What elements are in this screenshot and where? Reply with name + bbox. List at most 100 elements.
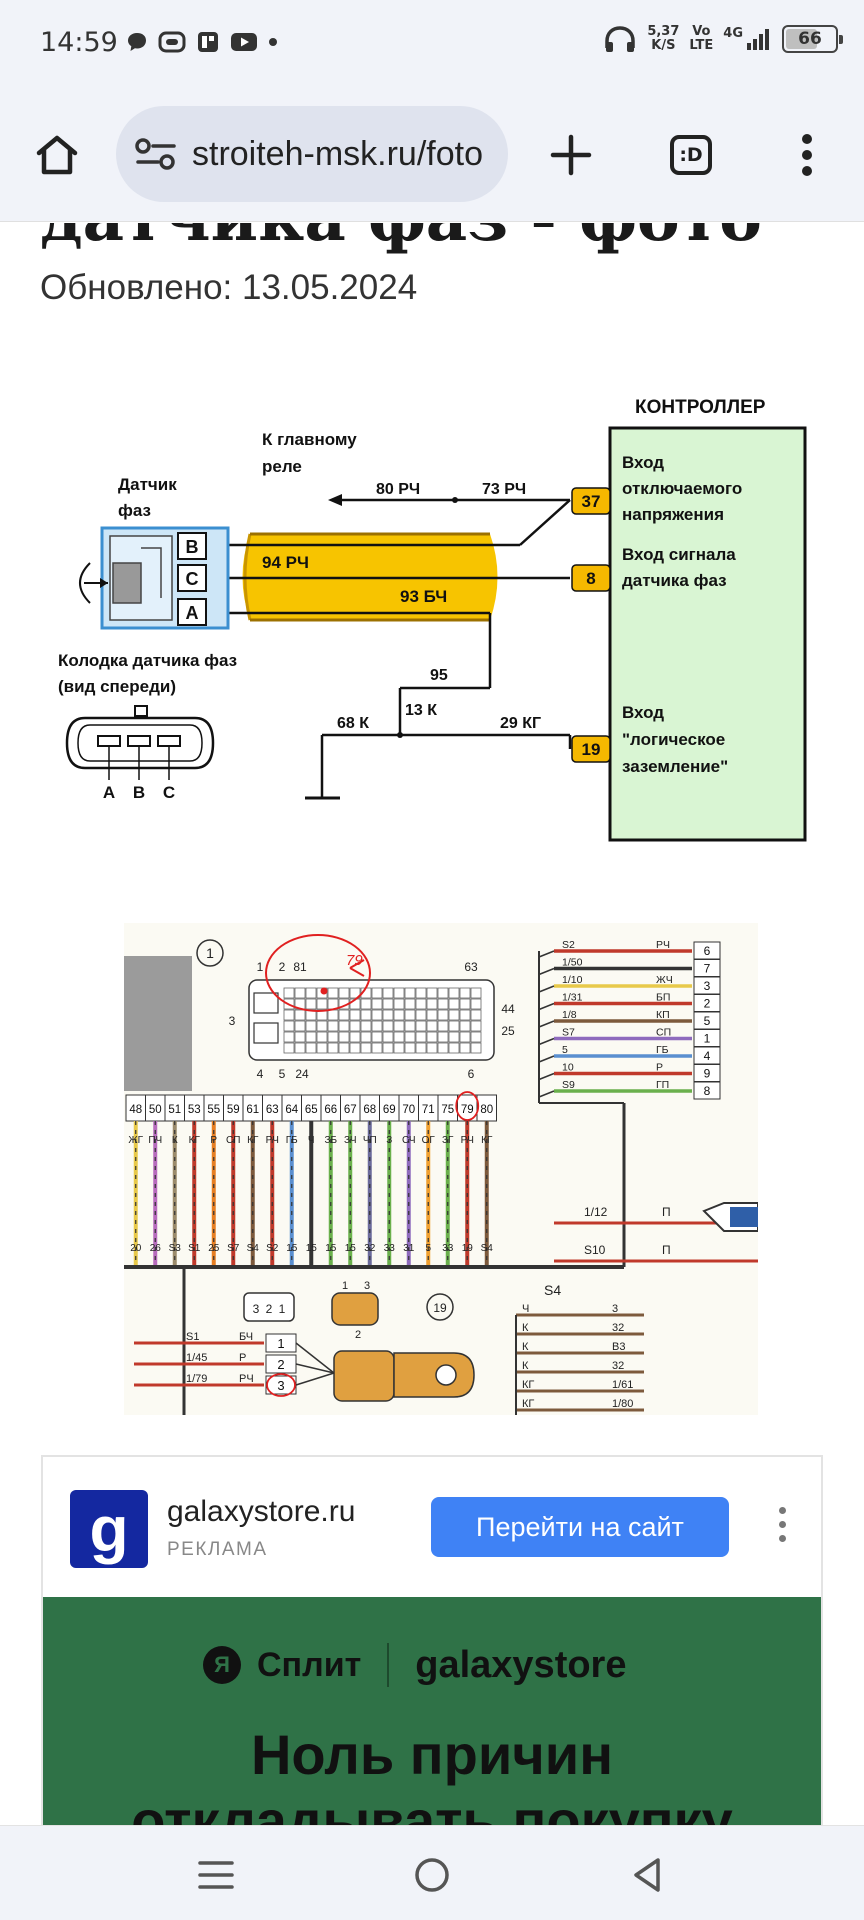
s4-wire-right-label: 3 bbox=[612, 1303, 618, 1315]
right-wire-label: 10 bbox=[562, 1062, 574, 1074]
ecu-pin-cell bbox=[338, 1031, 350, 1043]
ecu-pin-cell bbox=[349, 1042, 361, 1054]
ecu-pin-cell bbox=[327, 998, 339, 1010]
wire-code-label: КГ bbox=[481, 1135, 493, 1146]
right-pin-label: 9 bbox=[704, 1067, 711, 1081]
ad-banner[interactable]: Я Сплит galaxystore Ноль причин откладыв… bbox=[43, 1597, 821, 1825]
ecu-pin-cell bbox=[316, 1031, 328, 1043]
ecu-pin-cell bbox=[305, 998, 317, 1010]
ecu-pin-label: 2 bbox=[279, 960, 286, 974]
ecu-pin-cell bbox=[393, 987, 405, 999]
system-nav-bar bbox=[0, 1825, 864, 1920]
new-tab-button[interactable] bbox=[538, 122, 604, 188]
ecu-pin-cell bbox=[349, 1009, 361, 1021]
connector-pin-a: A bbox=[103, 783, 115, 802]
wire-p-label: П bbox=[662, 1243, 671, 1257]
home-button[interactable] bbox=[24, 122, 90, 188]
tabs-button[interactable]: :D bbox=[658, 122, 724, 188]
sensor-top-pin: 2 bbox=[355, 1329, 361, 1341]
galaxy-store-logo[interactable]: g bbox=[70, 1490, 148, 1568]
ecu-pin-cell bbox=[415, 998, 427, 1010]
right-pin-label: 7 bbox=[704, 962, 711, 976]
ecu-pin-cell bbox=[371, 987, 383, 999]
ecu-pin-cell bbox=[305, 1020, 317, 1032]
ecu-pin-cell bbox=[316, 1020, 328, 1032]
site-settings-icon[interactable] bbox=[134, 136, 178, 172]
input-3-line-3: заземление" bbox=[622, 757, 728, 776]
ecu-pin-cell bbox=[305, 987, 317, 999]
ecu-pin-cell bbox=[349, 1031, 361, 1043]
recents-button[interactable] bbox=[189, 1848, 243, 1902]
ecu-pin-label: 5 bbox=[279, 1067, 286, 1081]
ecu-pin-cell bbox=[470, 1020, 482, 1032]
banner-title: Ноль причин откладывать покупку bbox=[43, 1722, 821, 1825]
s4-label: S4 bbox=[544, 1282, 561, 1298]
ad-label: РЕКЛАМА bbox=[167, 1539, 268, 1560]
wire-code-label: К bbox=[172, 1135, 178, 1146]
page-title: датчика фаз - фото bbox=[40, 223, 762, 256]
ecu-pin-cell bbox=[327, 1031, 339, 1043]
visit-site-button[interactable]: Перейти на сайт bbox=[431, 1497, 729, 1557]
left-pin-label: 2 bbox=[277, 1357, 284, 1372]
ecu-pin-cell bbox=[415, 1042, 427, 1054]
more-vert-icon bbox=[802, 134, 812, 176]
phase-sensor-wiring-diagram[interactable]: КОНТРОЛЛЕР К главному реле Датчик фаз 80… bbox=[50, 388, 820, 858]
wire-code-label: КГ bbox=[247, 1135, 259, 1146]
right-wire-label: S7 bbox=[562, 1027, 575, 1039]
wire-bottom-label: 15 bbox=[306, 1243, 318, 1254]
ecu-pin-cell bbox=[404, 987, 416, 999]
ecu-pin-cell bbox=[382, 1009, 394, 1021]
right-wire-code: Р bbox=[656, 1062, 663, 1074]
pin-8: 8 bbox=[586, 569, 595, 588]
url-text[interactable]: stroiteh-msk.ru/foto bbox=[192, 134, 483, 173]
ecu-pin-cell bbox=[426, 1009, 438, 1021]
ecu-pin-cell bbox=[371, 1009, 383, 1021]
right-pin-label: 6 bbox=[704, 944, 711, 958]
home-nav-button[interactable] bbox=[405, 1848, 459, 1902]
address-bar[interactable]: stroiteh-msk.ru/foto bbox=[116, 106, 508, 202]
ecu-pin-cell bbox=[448, 998, 460, 1010]
ad-domain[interactable]: galaxystore.ru bbox=[167, 1495, 356, 1528]
wire-bottom-label: S1 bbox=[188, 1243, 201, 1254]
wire-bottom-label: S4 bbox=[247, 1243, 260, 1254]
ecu-pin-cell bbox=[327, 1020, 339, 1032]
sensor-label-1: Датчик bbox=[118, 475, 177, 494]
ecu-pin-label: 63 bbox=[464, 960, 478, 974]
wire-code-label: ЧП bbox=[363, 1135, 377, 1146]
battery-indicator: 66 bbox=[782, 25, 843, 53]
wire-code-label: ЗЧ bbox=[344, 1135, 357, 1146]
right-wire-label: 1/31 bbox=[562, 992, 583, 1004]
left-wire-code: РЧ bbox=[239, 1373, 254, 1385]
controller-box bbox=[608, 426, 807, 842]
ecu-pin-cell bbox=[294, 987, 306, 999]
back-nav-button[interactable] bbox=[620, 1848, 674, 1902]
menu-button[interactable] bbox=[774, 122, 840, 188]
ecu-pin-cell bbox=[426, 998, 438, 1010]
ad-more-icon[interactable] bbox=[777, 1507, 787, 1542]
ecu-pin-cell bbox=[338, 1042, 350, 1054]
ad-card[interactable]: g galaxystore.ru РЕКЛАМА Перейти на сайт… bbox=[41, 1455, 823, 1825]
wire-bottom-label: S3 bbox=[169, 1243, 182, 1254]
ecu-pin-cell bbox=[459, 1020, 471, 1032]
ecu-pin-cell bbox=[437, 1020, 449, 1032]
right-wire-code: ГБ bbox=[656, 1044, 669, 1056]
ecu-big-pin bbox=[253, 992, 279, 1014]
ecu-pin-cell bbox=[404, 1031, 416, 1043]
right-wire-code: СП bbox=[656, 1027, 671, 1039]
input-1-line-1: Вход bbox=[622, 453, 664, 472]
ecu-pin-cell bbox=[283, 1031, 295, 1043]
controller-title: КОНТРОЛЛЕР bbox=[635, 397, 766, 418]
ecu-pin-cell bbox=[316, 998, 328, 1010]
ecu-pin-cell bbox=[338, 987, 350, 999]
input-2-line-2: датчика фаз bbox=[622, 571, 727, 590]
wire-80-label: 80 РЧ bbox=[376, 481, 420, 498]
ecu-pin-cell bbox=[437, 998, 449, 1010]
pin-number-label: 64 bbox=[285, 1104, 298, 1116]
ecu-pin-label: 25 bbox=[501, 1024, 515, 1038]
ecu-pin-label: 4 bbox=[257, 1067, 264, 1081]
ecu-pin-cell bbox=[371, 998, 383, 1010]
ecu-pin-cell bbox=[393, 1042, 405, 1054]
left-wire-lead bbox=[295, 1372, 335, 1386]
screen-record-icon bbox=[158, 31, 186, 53]
